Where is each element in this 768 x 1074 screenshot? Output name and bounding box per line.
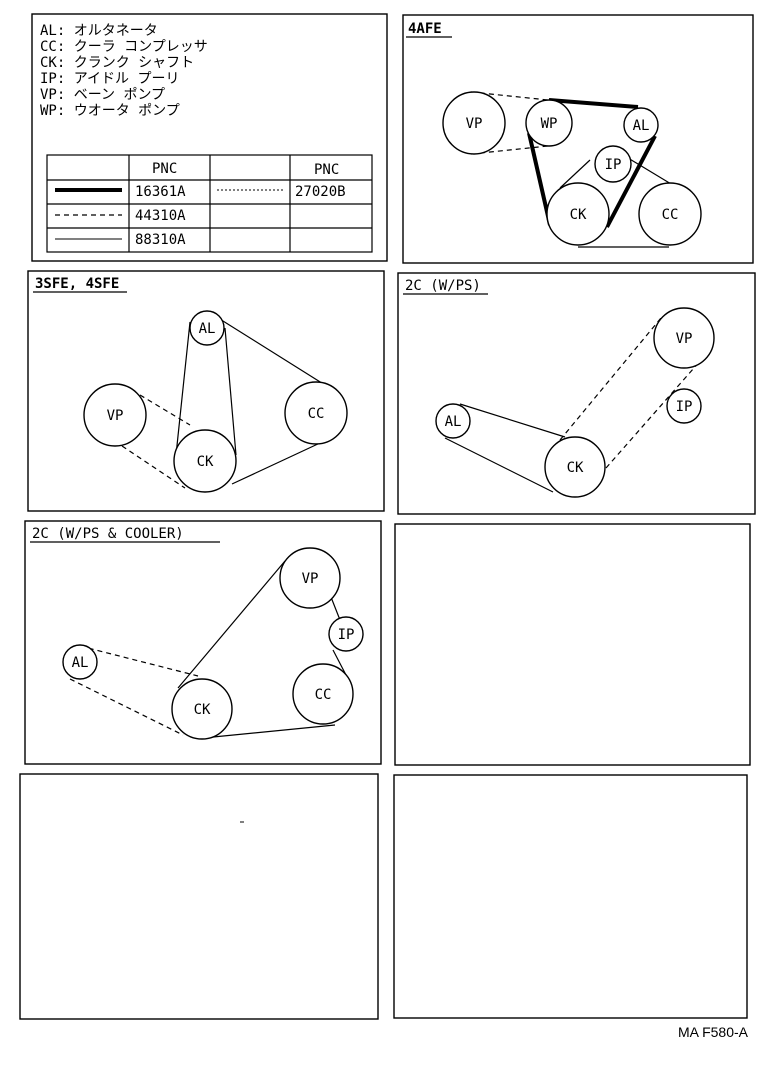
legend-code-wp: WP: ウオータ ポンプ (40, 103, 180, 119)
panel-empty-1 (394, 523, 751, 766)
pulley-label: CK (567, 460, 584, 476)
pulley-label: VP (466, 116, 483, 132)
legend-code-ck: CK: クランク シャフト (40, 55, 194, 71)
panel-title: 2C (W/PS & COOLER) (32, 526, 184, 542)
pulley-label: CK (197, 454, 214, 470)
pnc-value: 44310A (135, 208, 186, 224)
pulley-cc (638, 182, 702, 246)
pulley-ck (544, 436, 606, 498)
pulley-label: AL (633, 118, 650, 134)
pulley-label: AL (445, 414, 462, 430)
panel-empty-3 (393, 774, 748, 1019)
pulley-label: VP (302, 571, 319, 587)
pnc-value: 16361A (135, 184, 186, 200)
panel-title: 2C (W/PS) (405, 278, 481, 294)
pulley-al (623, 107, 659, 143)
legend-code-ip: IP: アイドル プーリ (40, 71, 179, 87)
legend-code-vp: VP: ベーン ポンプ (40, 87, 165, 103)
pulley-al (62, 644, 98, 680)
pnc-header-right: PNC (314, 162, 339, 178)
pulley-vp (653, 307, 715, 369)
pulley-label: IP (676, 399, 693, 415)
legend-panel (31, 13, 388, 262)
pnc-value: 88310A (135, 232, 186, 248)
panel-2c-wps-cooler (24, 520, 382, 765)
pulley-label: CC (308, 406, 325, 422)
pulley-label: AL (199, 321, 216, 337)
pulley-ip (328, 616, 364, 652)
panel-2c-wps (397, 272, 756, 515)
pulley-label: VP (107, 408, 124, 424)
pulley-vp (279, 547, 341, 609)
panel-title: 4AFE (408, 21, 442, 37)
pulley-label: AL (72, 655, 89, 671)
pulley-vp (442, 91, 506, 155)
pulley-al (189, 310, 225, 346)
pulley-al (435, 403, 471, 439)
pulley-vp (83, 383, 147, 447)
pulley-ck (171, 678, 233, 740)
pnc-table (46, 154, 373, 253)
panel-4afe (402, 14, 754, 264)
pulley-label: CK (570, 207, 587, 223)
pulley-label: CC (662, 207, 679, 223)
panel-title: 3SFE, 4SFE (35, 276, 119, 292)
pulley-ip (594, 145, 632, 183)
pnc-value: 27020B (295, 184, 346, 200)
pulley-ck (546, 182, 610, 246)
panel-empty-2 (19, 773, 379, 1020)
panel-3sfe-4sfe (27, 270, 385, 512)
pulley-wp (525, 99, 573, 147)
pulley-cc (292, 663, 354, 725)
pulley-label: IP (338, 627, 355, 643)
pulley-label: WP (541, 116, 558, 132)
pnc-header-left: PNC (152, 161, 177, 177)
pulley-ip (666, 388, 702, 424)
pulley-cc (284, 381, 348, 445)
legend-code-al: AL: オルタネータ (40, 23, 158, 39)
pulley-label: CK (194, 702, 211, 718)
legend-code-cc: CC: クーラ コンプレッサ (40, 39, 208, 55)
pulley-ck (173, 429, 237, 493)
pulley-label: VP (676, 331, 693, 347)
footer-code: MA F580-A (677, 1024, 748, 1040)
pulley-label: IP (605, 157, 622, 173)
pulley-label: CC (315, 687, 332, 703)
